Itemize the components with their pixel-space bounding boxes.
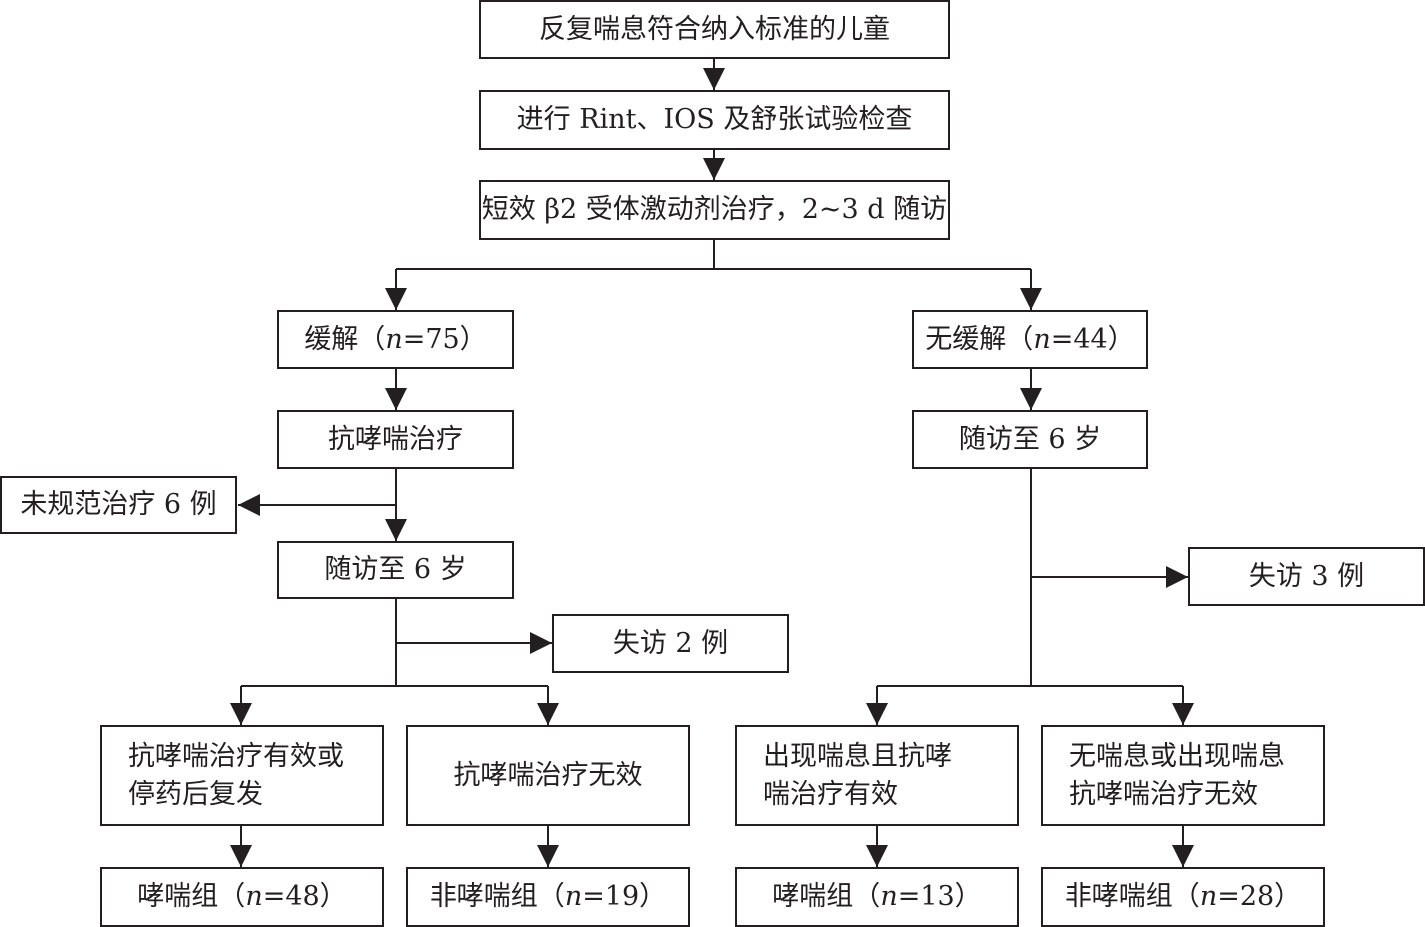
enroll-box: 反复喘息符合纳入标准的儿童 <box>479 0 950 59</box>
enroll-text: 反复喘息符合纳入标准的儿童 <box>539 13 890 45</box>
lost-left-box: 失访 2 例 <box>552 614 789 673</box>
followup-left-box: 随访至 6 岁 <box>277 541 514 599</box>
anti-asthma-treatment-text: 抗哮喘治疗 <box>328 423 463 455</box>
lost-right-box: 失访 3 例 <box>1188 547 1425 606</box>
remission-label: 缓解（n=75） <box>304 323 487 355</box>
lost-right-text: 失访 3 例 <box>1248 560 1365 592</box>
irregular-treatment-text: 未规范治疗 6 例 <box>20 489 217 521</box>
followup-right-text: 随访至 6 岁 <box>958 423 1102 455</box>
outcome-r1-box: 出现喘息且抗哮 喘治疗有效 <box>735 725 1019 826</box>
outcome-r2-text: 无喘息或出现喘息 抗哮喘治疗无效 <box>1069 740 1285 810</box>
saba-box: 短效 β2 受体激动剂治疗，2~3 d 随访 <box>479 180 950 240</box>
followup-left-text: 随访至 6 岁 <box>324 554 467 586</box>
outcome-r1-text: 出现喘息且抗哮 喘治疗有效 <box>763 740 952 810</box>
group-r1-label: 哮喘组（n=13） <box>772 881 982 913</box>
irregular-treatment-box: 未规范治疗 6 例 <box>0 476 237 534</box>
saba-text: 短效 β2 受体激动剂治疗，2~3 d 随访 <box>481 194 948 226</box>
outcome-l2-text: 抗哮喘治疗无效 <box>453 759 643 791</box>
group-r2-box: 非哮喘组（n=28） <box>1041 867 1325 927</box>
group-l2-box: 非哮喘组（n=19） <box>406 867 690 927</box>
group-l1-label: 哮喘组（n=48） <box>137 881 347 913</box>
group-l1-box: 哮喘组（n=48） <box>100 867 384 927</box>
outcome-l1-text: 抗哮喘治疗有效或 停药后复发 <box>128 740 344 810</box>
no-remission-label: 无缓解（n=44） <box>925 323 1135 355</box>
anti-asthma-treatment-box: 抗哮喘治疗 <box>277 410 514 469</box>
no-remission-box: 无缓解（n=44） <box>912 310 1148 369</box>
group-l2-label: 非哮喘组（n=19） <box>429 881 667 913</box>
group-r2-label: 非哮喘组（n=28） <box>1064 881 1302 913</box>
tests-box: 进行 Rint、IOS 及舒张试验检查 <box>479 90 950 150</box>
remission-box: 缓解（n=75） <box>277 310 514 369</box>
outcome-l2-box: 抗哮喘治疗无效 <box>406 725 690 826</box>
tests-text: 进行 Rint、IOS 及舒张试验检查 <box>516 104 913 136</box>
group-r1-box: 哮喘组（n=13） <box>735 867 1019 927</box>
lost-left-text: 失访 2 例 <box>612 627 729 659</box>
followup-right-box: 随访至 6 岁 <box>912 410 1148 469</box>
outcome-l1-box: 抗哮喘治疗有效或 停药后复发 <box>100 725 384 826</box>
outcome-r2-box: 无喘息或出现喘息 抗哮喘治疗无效 <box>1041 725 1325 826</box>
